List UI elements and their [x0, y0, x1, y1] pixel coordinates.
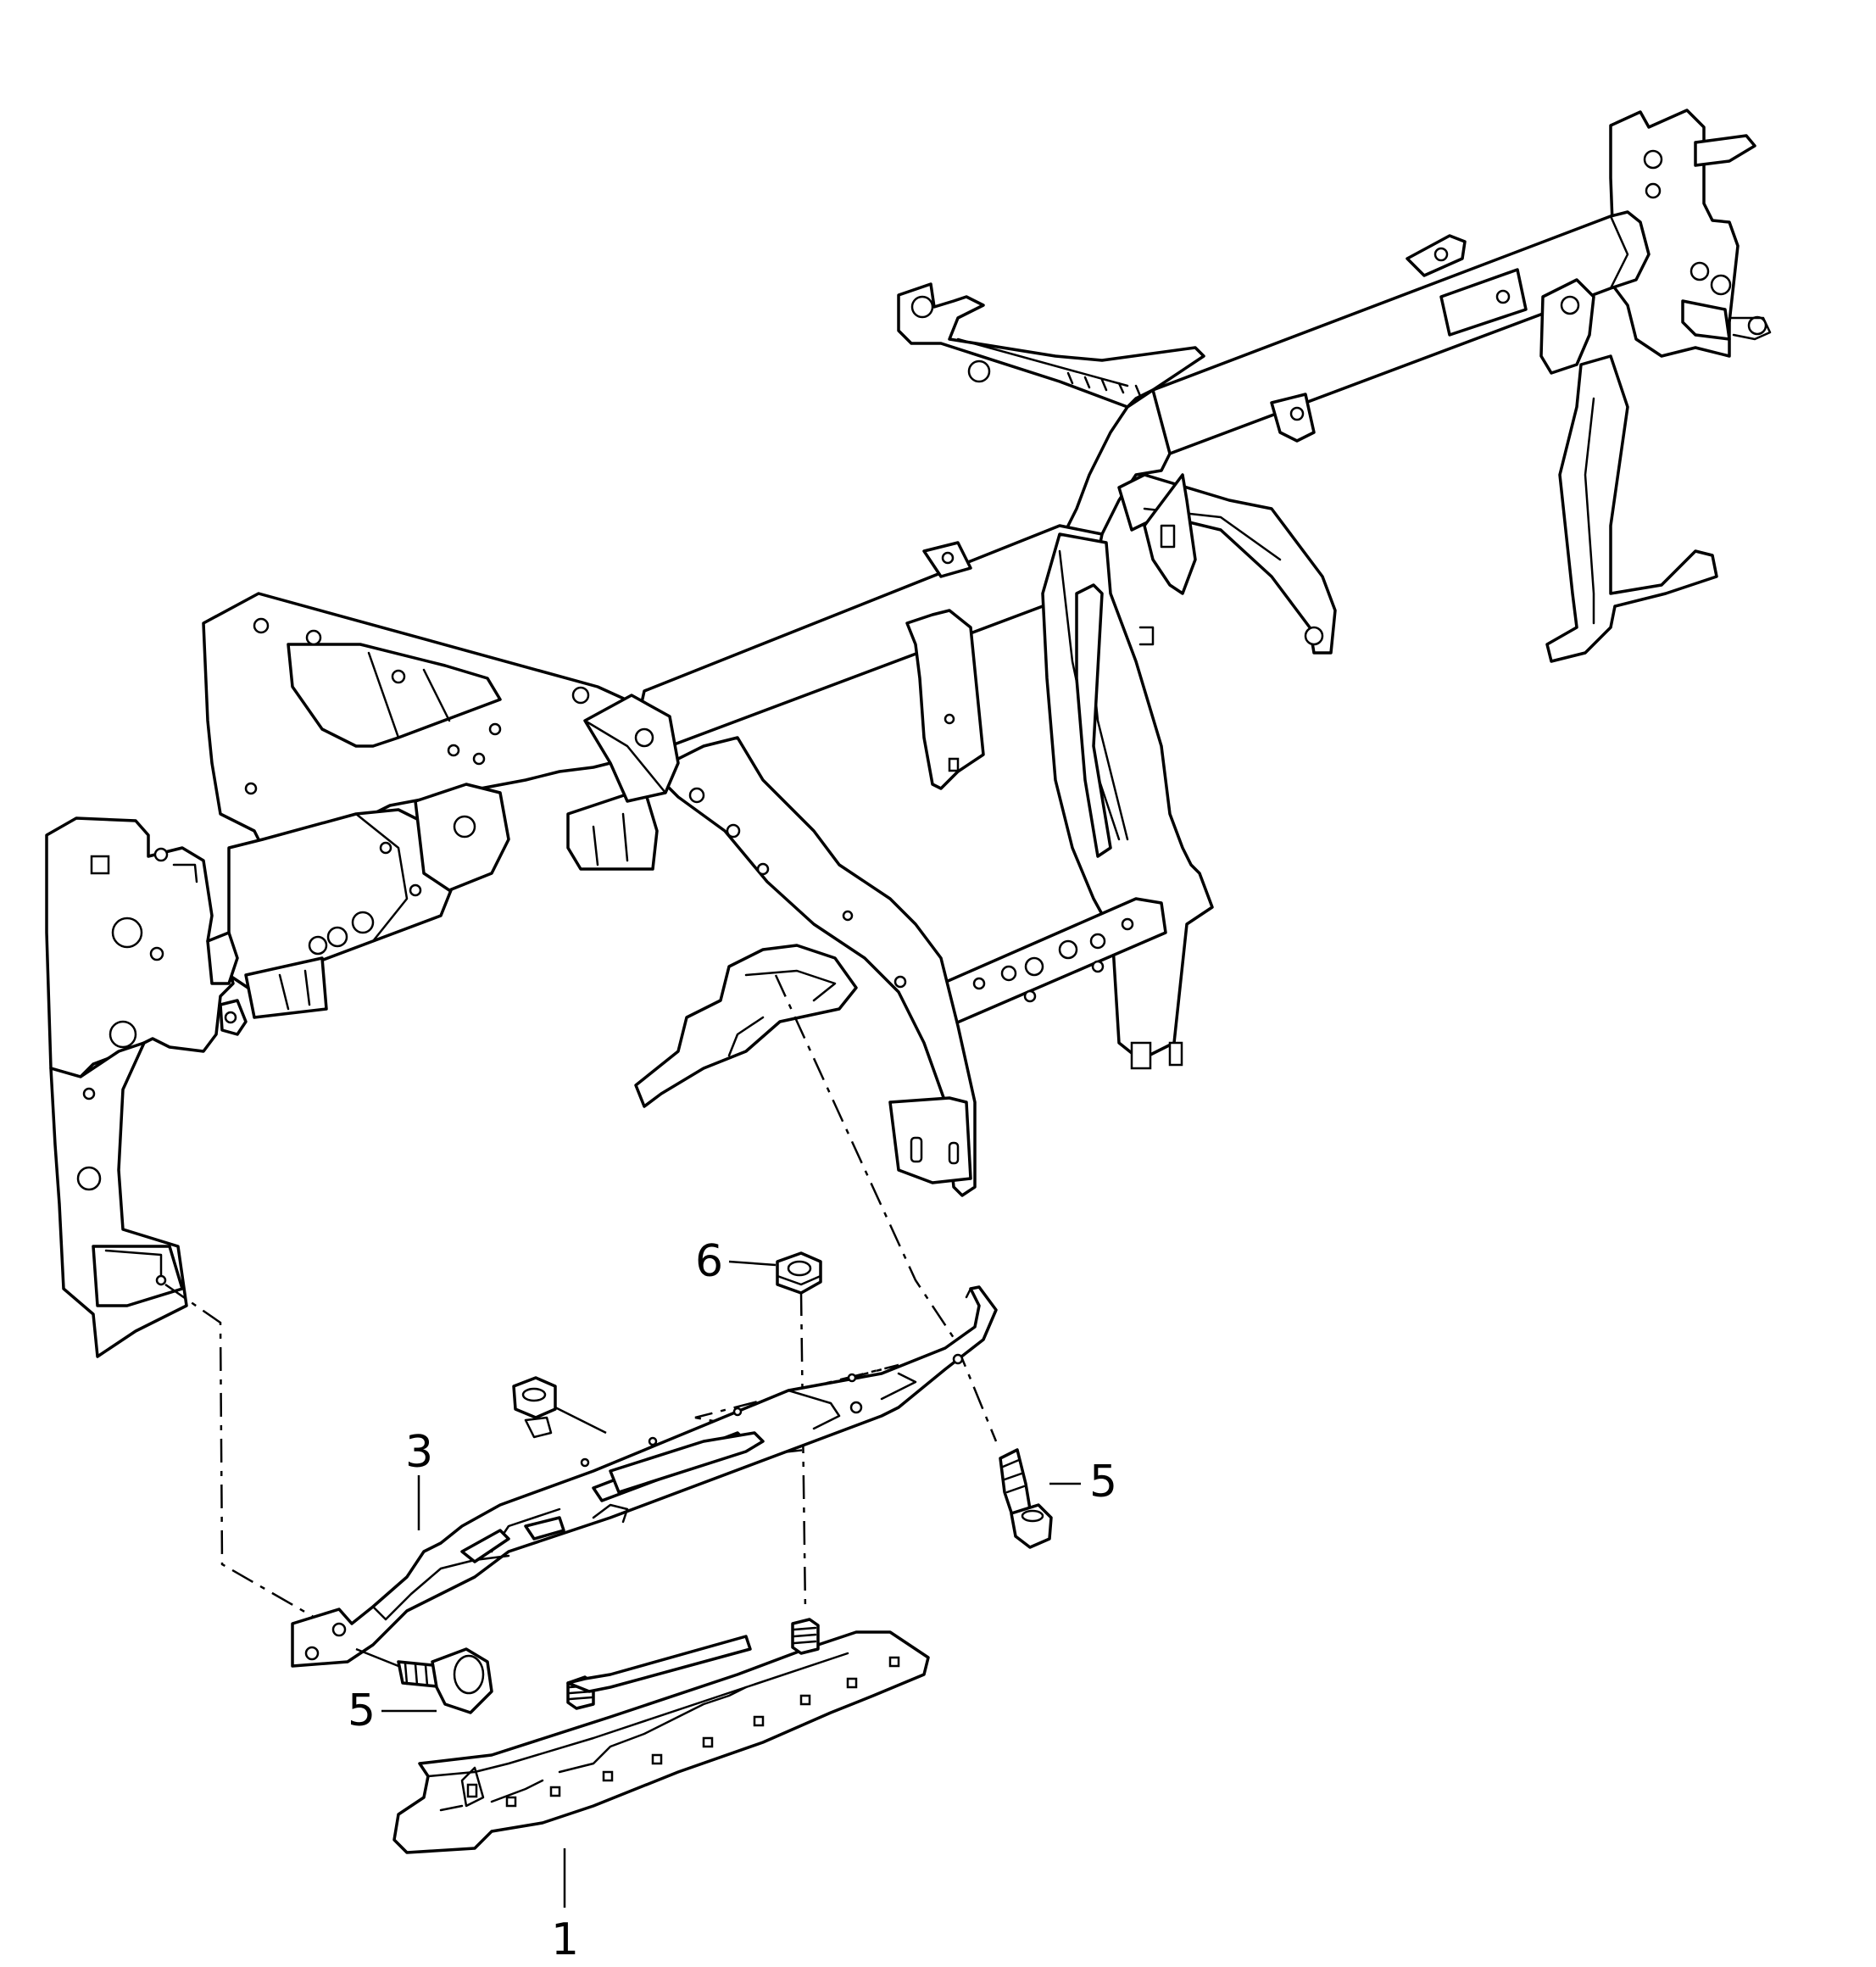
- cross-member-frame: [45, 109, 1772, 1358]
- steering-support-strut: [1545, 354, 1718, 663]
- nut-part-6: [776, 1251, 822, 1295]
- left-lower-leg: [49, 1041, 188, 1358]
- part-3-support-bar: [291, 1285, 998, 1668]
- bolt-5-left: [355, 1647, 493, 1714]
- callout-1: 1: [551, 1914, 579, 1965]
- right-side-mount-bracket: [1609, 109, 1772, 358]
- bolt-5-right: [999, 1448, 1053, 1549]
- upper-beam-left: [634, 524, 1104, 748]
- knee-bracket: [634, 944, 858, 1108]
- diagonal-strut-right: [1117, 473, 1337, 655]
- beam-center-section: [1058, 388, 1172, 544]
- junction-gusset: [583, 694, 680, 803]
- callout-6: 6: [695, 1236, 723, 1287]
- lower-center-bracket: [651, 736, 977, 1197]
- callout-5-left: 5: [348, 1686, 376, 1736]
- left-side-mount-bracket: [45, 816, 248, 1078]
- upper-left-arm: [897, 282, 1205, 409]
- callouts: 1 3 5 5 6: [348, 1236, 1117, 1965]
- callout-5-right: 5: [1089, 1457, 1117, 1507]
- nut-upper-left: [512, 1376, 607, 1439]
- part-1-trim-cover: [392, 1618, 930, 1854]
- center-console-strut: [1041, 532, 1214, 1062]
- middle-vertical-strut: [905, 609, 985, 790]
- callout-3: 3: [405, 1427, 433, 1478]
